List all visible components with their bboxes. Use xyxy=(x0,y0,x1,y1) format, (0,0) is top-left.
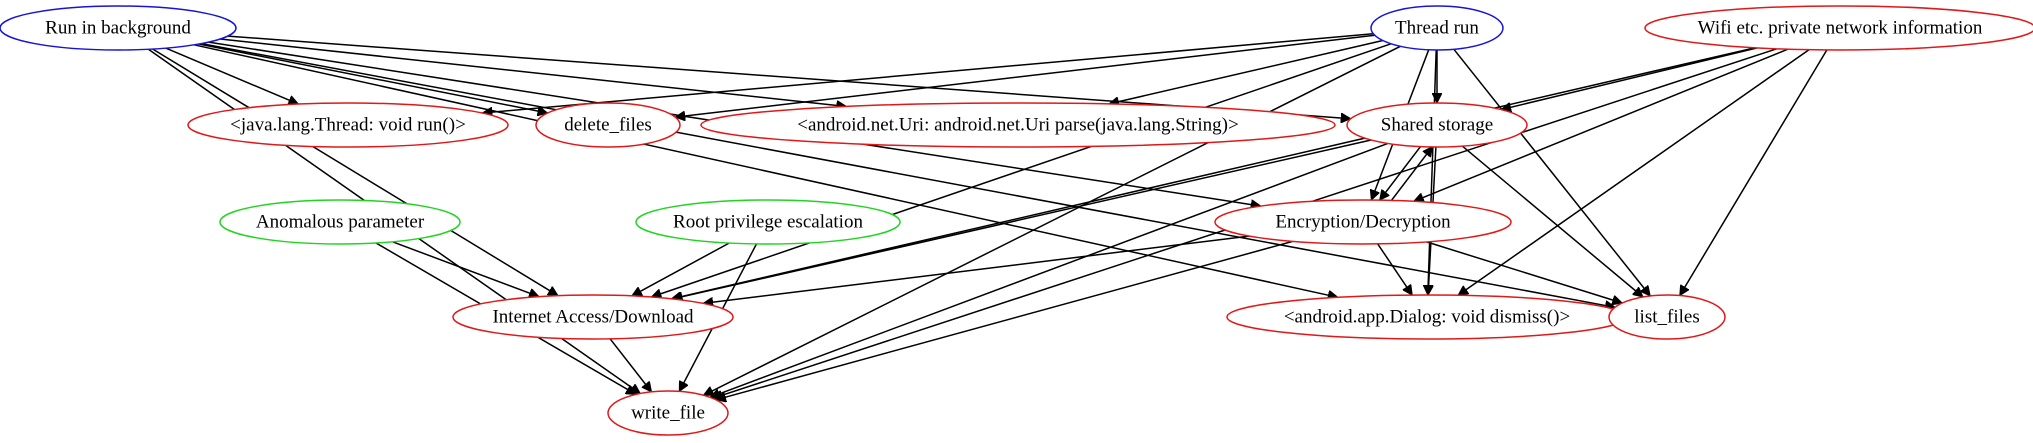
edge-thread-to-jthread xyxy=(482,32,1374,113)
edge-wifi-to-shared xyxy=(1501,47,1758,110)
nodes-layer: Run in background Thread run Wifi etc. p… xyxy=(0,5,2033,436)
node-shared-storage-shape xyxy=(1346,102,1528,148)
node-root-privilege-escalation: Root privilege escalation xyxy=(635,199,901,245)
node-android-uri-parse-label: <android.net.Uri: android.net.Uri parse(… xyxy=(797,115,1238,136)
edge-run_bg-to-delete xyxy=(198,43,548,113)
node-run-in-background-label: Run in background xyxy=(45,18,191,39)
edge-wifi-to-dialog xyxy=(1458,49,1810,296)
node-java-thread-run-label: <java.lang.Thread: void run()> xyxy=(230,115,466,136)
edge-enc-to-list xyxy=(1426,241,1623,303)
node-list-files-label: list_files xyxy=(1634,307,1699,328)
edge-root-to-internet xyxy=(632,242,730,297)
edge-run_bg-to-list xyxy=(201,42,1615,308)
node-delete-files-shape xyxy=(535,102,681,148)
edge-thread-to-write xyxy=(704,45,1401,396)
node-shared-storage: Shared storage xyxy=(1346,102,1528,148)
node-delete-files: delete_files xyxy=(535,102,681,148)
node-anomalous-parameter: Anomalous parameter xyxy=(219,199,461,245)
edge-run_bg-to-jthread xyxy=(165,47,299,104)
node-encryption-decryption-label: Encryption/Decryption xyxy=(1275,212,1451,233)
edge-run_bg-to-internet xyxy=(152,48,558,297)
edge-thread-to-dialog xyxy=(1428,49,1437,295)
edge-shared-to-enc xyxy=(1380,146,1422,201)
node-list-files: list_files xyxy=(1608,294,1726,340)
node-write-file-shape xyxy=(607,390,729,436)
node-internet-access-download-shape xyxy=(452,294,734,340)
node-shared-storage-label: Shared storage xyxy=(1381,115,1493,136)
edge-enc-to-internet xyxy=(703,235,1250,303)
node-run-in-background: Run in background xyxy=(0,5,237,51)
node-write-file: write_file xyxy=(607,390,729,436)
node-internet-access-download: Internet Access/Download xyxy=(452,294,734,340)
edge-run_bg-to-uri xyxy=(220,38,846,107)
edge-wifi-to-internet xyxy=(672,47,1755,299)
edge-wifi-to-list xyxy=(1679,49,1828,296)
node-thread-run-label: Thread run xyxy=(1395,18,1479,39)
node-root-privilege-escalation-label: Root privilege escalation xyxy=(673,212,863,233)
node-android-dialog-dismiss: <android.app.Dialog: void dismiss()> xyxy=(1226,294,1628,340)
node-thread-run: Thread run xyxy=(1370,5,1504,51)
edges-layer xyxy=(147,32,1828,400)
edge-wifi-to-enc xyxy=(1414,48,1789,201)
node-wifi-private-network-info: Wifi etc. private network information xyxy=(1644,5,2033,51)
edge-thread-to-uri xyxy=(1109,39,1383,104)
node-internet-access-download-label: Internet Access/Download xyxy=(492,307,694,328)
node-list-files-shape xyxy=(1608,294,1726,340)
edge-thread-to-internet xyxy=(651,43,1392,297)
node-android-uri-parse-shape xyxy=(700,102,1336,148)
edge-anom-to-internet xyxy=(392,241,539,297)
node-encryption-decryption: Encryption/Decryption xyxy=(1214,199,1512,245)
node-root-privilege-escalation-shape xyxy=(635,199,901,245)
edge-thread-to-list xyxy=(1453,48,1650,296)
edge-shared-to-list xyxy=(1461,145,1643,297)
node-write-file-label: write_file xyxy=(631,403,705,424)
node-anomalous-parameter-shape xyxy=(219,199,461,245)
node-run-in-background-shape xyxy=(0,5,237,51)
node-android-uri-parse: <android.net.Uri: android.net.Uri parse(… xyxy=(700,102,1336,148)
edge-run_bg-to-dialog xyxy=(193,44,1338,297)
edge-enc-to-write xyxy=(716,240,1293,399)
edge-shared-to-internet xyxy=(673,139,1372,299)
edge-internet-to-write xyxy=(609,338,651,392)
node-java-thread-run: <java.lang.Thread: void run()> xyxy=(187,102,509,148)
edge-enc-to-shared xyxy=(1391,147,1433,201)
edge-shared-to-write xyxy=(710,142,1389,397)
node-delete-files-label: delete_files xyxy=(564,115,652,136)
node-wifi-private-network-info-label: Wifi etc. private network information xyxy=(1698,18,1983,39)
edge-enc-to-dialog xyxy=(1377,243,1413,295)
edge-thread-to-delete xyxy=(675,34,1375,117)
node-android-dialog-dismiss-label: <android.app.Dialog: void dismiss()> xyxy=(1284,307,1570,328)
node-thread-run-shape xyxy=(1370,5,1504,51)
node-wifi-private-network-info-shape xyxy=(1644,5,2033,51)
node-java-thread-run-shape xyxy=(187,102,509,148)
node-encryption-decryption-shape xyxy=(1214,199,1512,245)
node-anomalous-parameter-label: Anomalous parameter xyxy=(256,212,425,233)
